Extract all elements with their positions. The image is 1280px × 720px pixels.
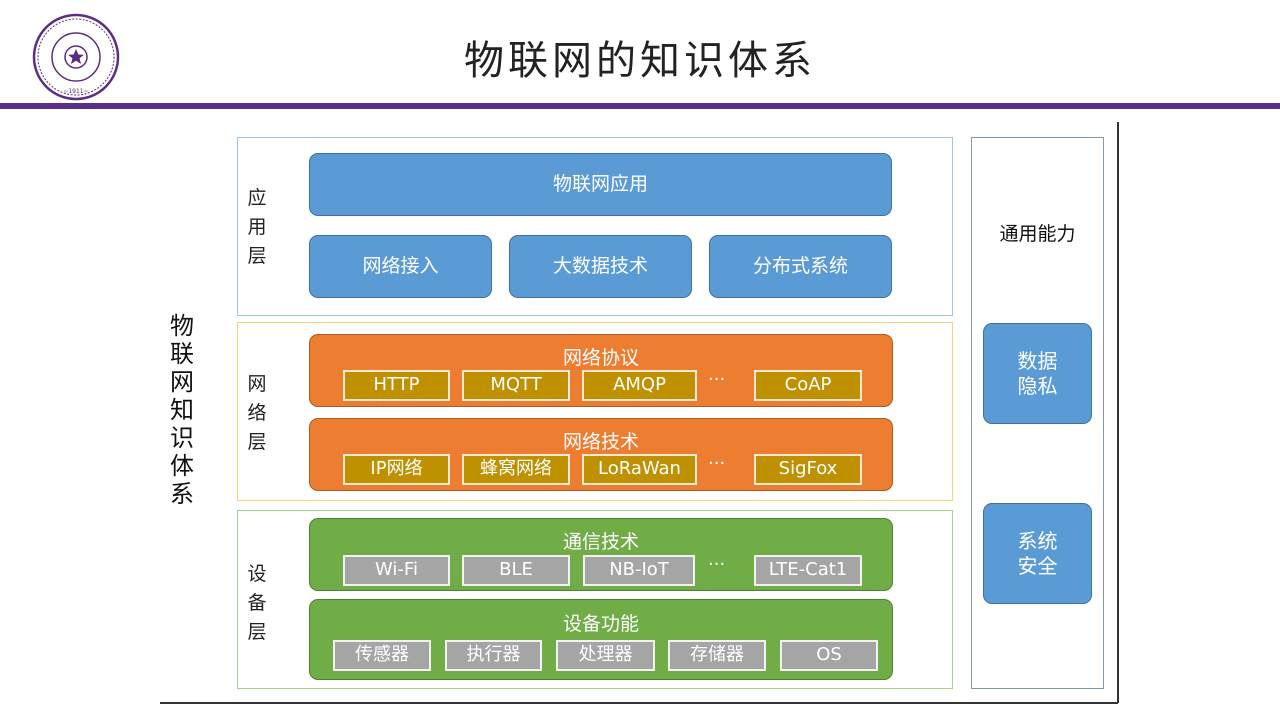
university-logo: ~1911~ bbox=[32, 13, 120, 101]
data-privacy-box: 数据 隐私 bbox=[983, 323, 1092, 424]
header-divider bbox=[0, 103, 1280, 109]
side-label: 物联网知识体系 bbox=[170, 312, 194, 508]
chip-processor: 处理器 bbox=[556, 640, 655, 671]
data-privacy-label: 数据 隐私 bbox=[1017, 348, 1058, 398]
chip-actuator: 执行器 bbox=[445, 640, 542, 671]
application-layer bbox=[237, 137, 953, 316]
frame-right-line bbox=[1117, 122, 1119, 703]
chip-ble: BLE bbox=[462, 555, 570, 586]
chip-sensor: 传感器 bbox=[333, 640, 431, 671]
common-capabilities-panel bbox=[971, 137, 1104, 689]
chip-os: OS bbox=[780, 640, 878, 671]
ellipsis: ··· bbox=[708, 369, 726, 390]
svg-text:~1911~: ~1911~ bbox=[63, 88, 88, 95]
page-title: 物联网的知识体系 bbox=[464, 38, 816, 84]
chip-sigfox: SigFox bbox=[754, 454, 862, 485]
chip-cellular-network: 蜂窝网络 bbox=[462, 454, 570, 485]
app-item-label: 网络接入 bbox=[362, 255, 439, 277]
common-capabilities-title: 通用能力 bbox=[999, 223, 1076, 245]
chip-nb-iot: NB-IoT bbox=[583, 555, 695, 586]
app-item-label: 分布式系统 bbox=[752, 255, 848, 277]
chip-wifi: Wi-Fi bbox=[343, 555, 450, 586]
chip-mqtt: MQTT bbox=[462, 370, 570, 401]
network-protocols-title: 网络协议 bbox=[562, 347, 639, 369]
chip-ip-network: IP网络 bbox=[343, 454, 450, 485]
device-functions-box: 设备功能 传感器 执行器 处理器 存储器 OS bbox=[309, 599, 893, 680]
app-item-label: 大数据技术 bbox=[552, 255, 648, 277]
chip-amqp: AMQP bbox=[582, 370, 697, 401]
device-functions-title: 设备功能 bbox=[562, 613, 639, 635]
network-layer bbox=[237, 322, 953, 501]
communication-technology-title: 通信技术 bbox=[562, 531, 639, 553]
chip-coap: CoAP bbox=[754, 370, 862, 401]
chip-storage: 存储器 bbox=[668, 640, 766, 671]
iot-application-box: 物联网应用 bbox=[309, 153, 892, 216]
device-layer bbox=[237, 510, 953, 689]
frame-bottom-line bbox=[160, 702, 1118, 704]
app-item-big-data: 大数据技术 bbox=[509, 235, 692, 298]
chip-http: HTTP bbox=[343, 370, 450, 401]
ellipsis: ··· bbox=[708, 453, 726, 474]
system-security-box: 系统 安全 bbox=[983, 503, 1092, 604]
network-layer-label: 网络层 bbox=[247, 373, 267, 453]
chip-lorawan: LoRaWan bbox=[582, 454, 697, 485]
network-technology-box: 网络技术 IP网络 蜂窝网络 LoRaWan ··· SigFox bbox=[309, 418, 893, 491]
app-item-distributed-systems: 分布式系统 bbox=[709, 235, 892, 298]
iot-application-label: 物联网应用 bbox=[552, 173, 648, 195]
application-layer-label: 应用层 bbox=[247, 187, 267, 267]
communication-technology-box: 通信技术 Wi-Fi BLE NB-IoT ··· LTE-Cat1 bbox=[309, 518, 893, 591]
device-layer-label: 设备层 bbox=[247, 563, 267, 643]
network-technology-title: 网络技术 bbox=[562, 431, 639, 453]
chip-lte-cat1: LTE-Cat1 bbox=[754, 555, 862, 586]
app-item-network-access: 网络接入 bbox=[309, 235, 492, 298]
ellipsis: ··· bbox=[708, 554, 726, 575]
network-protocols-box: 网络协议 HTTP MQTT AMQP ··· CoAP bbox=[309, 334, 893, 407]
system-security-label: 系统 安全 bbox=[1017, 528, 1058, 578]
